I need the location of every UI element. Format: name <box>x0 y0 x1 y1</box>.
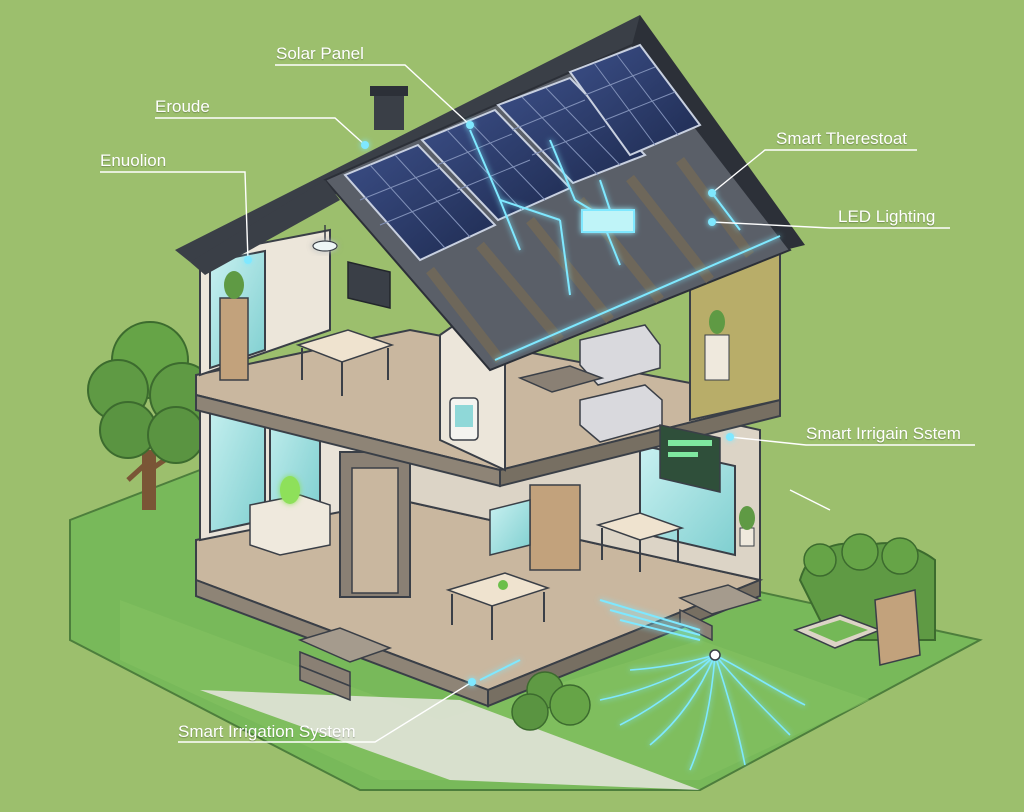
thermostat-panel <box>581 209 635 233</box>
upper-floor <box>195 225 781 493</box>
solar-panels <box>343 43 702 262</box>
callout-lines <box>100 64 975 743</box>
label-smart-irrigation-right: Smart Irrigain Sstem <box>806 424 961 443</box>
steps <box>297 584 763 702</box>
garden <box>511 533 936 731</box>
label-smart-thermostat: Smart Therestoat <box>776 129 908 148</box>
label-enuolion: Enuolion <box>100 151 167 170</box>
smart-connections <box>469 129 781 681</box>
label-solar-panel: Solar Panel <box>276 44 364 63</box>
label-smart-irrigation-bottom: Smart Irrigation System <box>178 722 356 741</box>
label-led-lighting: LED Lighting <box>838 207 936 226</box>
label-eroude: Eroude <box>155 97 210 116</box>
sprinkler-head <box>709 649 721 661</box>
sprinkler <box>599 654 806 771</box>
tree <box>87 321 215 510</box>
